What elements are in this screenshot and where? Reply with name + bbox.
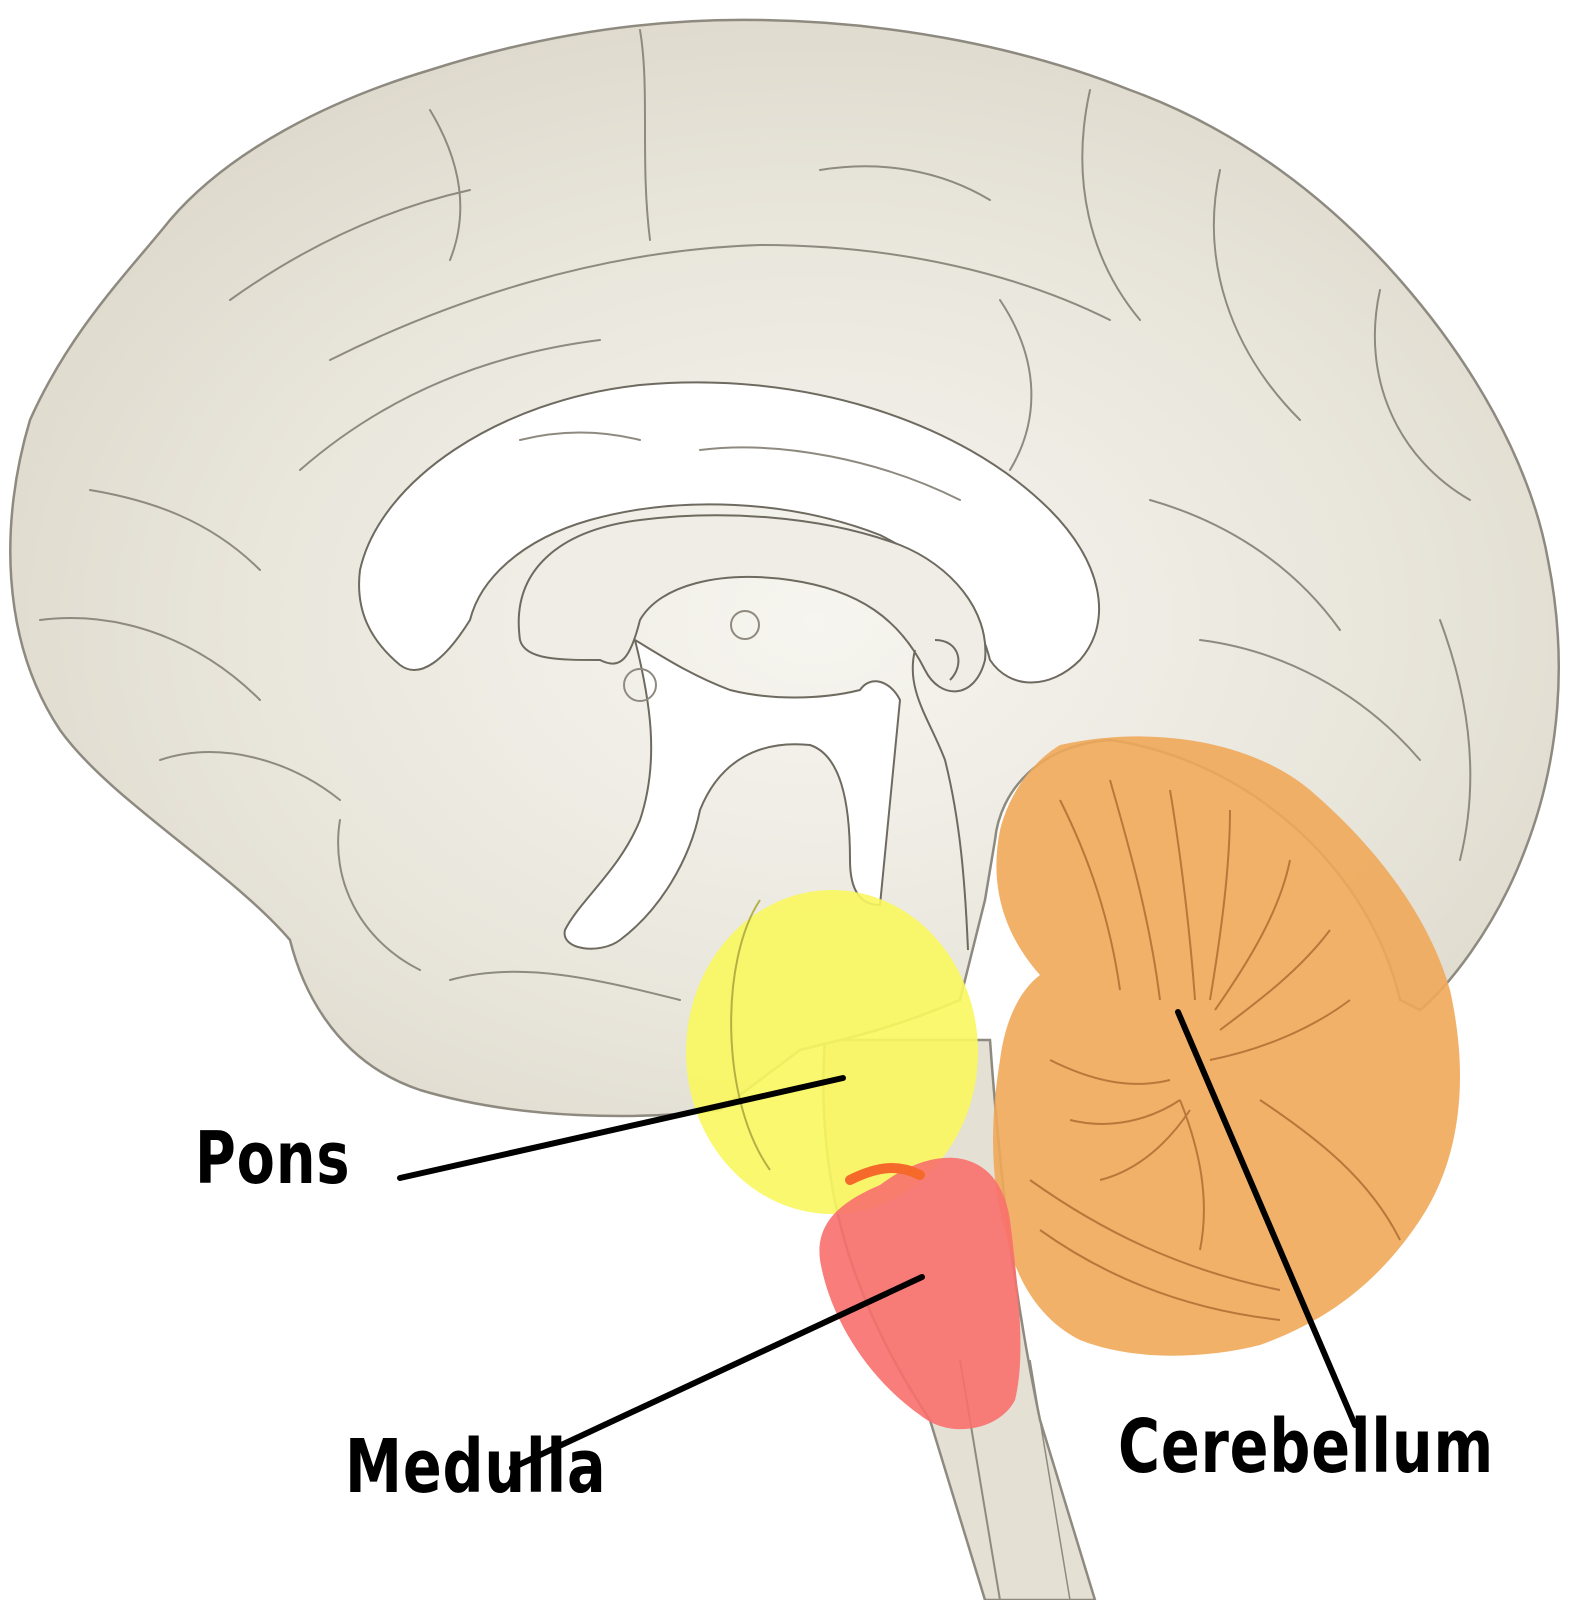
pons-label: Pons xyxy=(195,1116,351,1200)
medulla-region xyxy=(819,1157,1021,1430)
pons-region xyxy=(686,890,978,1214)
cerebrum xyxy=(9,18,1560,1118)
pons-leader-line xyxy=(397,1075,846,1181)
cerebellum-label: Cerebellum xyxy=(1118,1404,1495,1490)
medulla-leader-line xyxy=(509,1274,925,1471)
medulla-label: Medulla xyxy=(345,1424,607,1510)
cerebellum-leader-line xyxy=(1175,1009,1358,1428)
cerebellum-region xyxy=(993,736,1460,1356)
